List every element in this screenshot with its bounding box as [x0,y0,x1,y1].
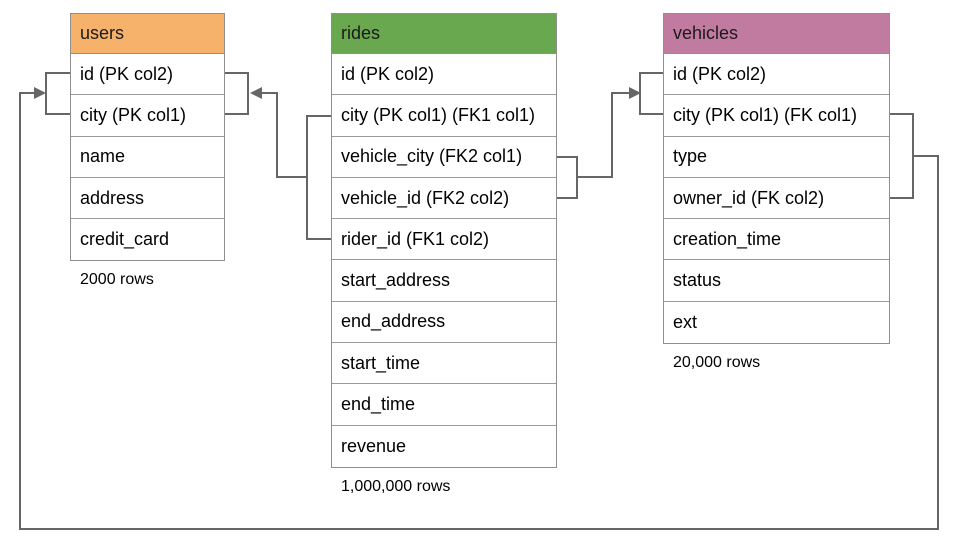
table-column-row: city (PK col1) (FK col1) [664,95,889,137]
table-column-row: vehicle_id (FK2 col2) [332,178,556,220]
table-column-row: city (PK col1) (FK1 col1) [332,95,556,137]
table-users-header: users [71,14,224,54]
table-vehicles-header: vehicles [664,14,889,54]
table-column-row: start_time [332,343,556,385]
table-column-row: name [71,137,224,178]
table-rides-columns: id (PK col2)city (PK col1) (FK1 col1)veh… [332,54,556,467]
arrowhead-into-users-right-icon [250,87,262,99]
connector-vehicles-to-users [19,72,939,530]
rides-right-bracket [554,156,578,199]
table-column-row: start_address [332,260,556,302]
table-column-row: id (PK col2) [664,54,889,96]
table-column-row: city (PK col1) [71,95,224,137]
table-column-row: vehicle_city (FK2 col1) [332,137,556,178]
table-vehicles-rowcount: 20,000 rows [673,354,761,372]
table-column-row: revenue [341,435,407,456]
table-column-row: ext [673,311,698,332]
table-column-row: creation_time [664,219,889,261]
vehicles-left-bracket [639,72,663,115]
table-column-row: id (PK col2) [332,54,556,96]
connector-rides-to-users [222,72,331,240]
users-right-bracket [222,72,249,115]
rides-to-users-route [262,92,307,178]
vehicles-to-users-route [19,92,939,530]
table-rides: rides id (PK col2)city (PK col1) (FK1 co… [331,13,557,495]
table-rides-rowcount: 1,000,000 rows [341,477,451,495]
arrowhead-into-users-left-icon [34,87,46,99]
table-vehicles: vehicles id (PK col2)city (PK col1) (FK … [663,13,890,371]
table-column-row: owner_id (FK col2) [664,178,889,220]
rides-to-vehicles-route [577,92,629,178]
table-column-row: end_address [332,302,556,344]
table-column-row: address [71,178,224,220]
table-column-row: id (PK col2) [71,54,224,96]
table-column-row: end_time [332,384,556,426]
table-rides-header: rides [332,14,556,54]
table-users-rowcount: 2000 rows [80,271,154,289]
table-column-row: credit_card [80,229,170,250]
vehicles-right-bracket [887,113,914,199]
users-left-bracket [45,72,70,115]
rides-left-bracket [306,115,331,240]
connector-rides-to-vehicles [554,72,663,199]
arrowhead-into-vehicles-left-icon [629,87,641,99]
table-column-row: rider_id (FK1 col2) [332,219,556,261]
table-vehicles-columns: id (PK col2)city (PK col1) (FK col1)type… [664,54,889,343]
table-column-row: status [664,260,889,302]
table-column-row: type [664,137,889,178]
